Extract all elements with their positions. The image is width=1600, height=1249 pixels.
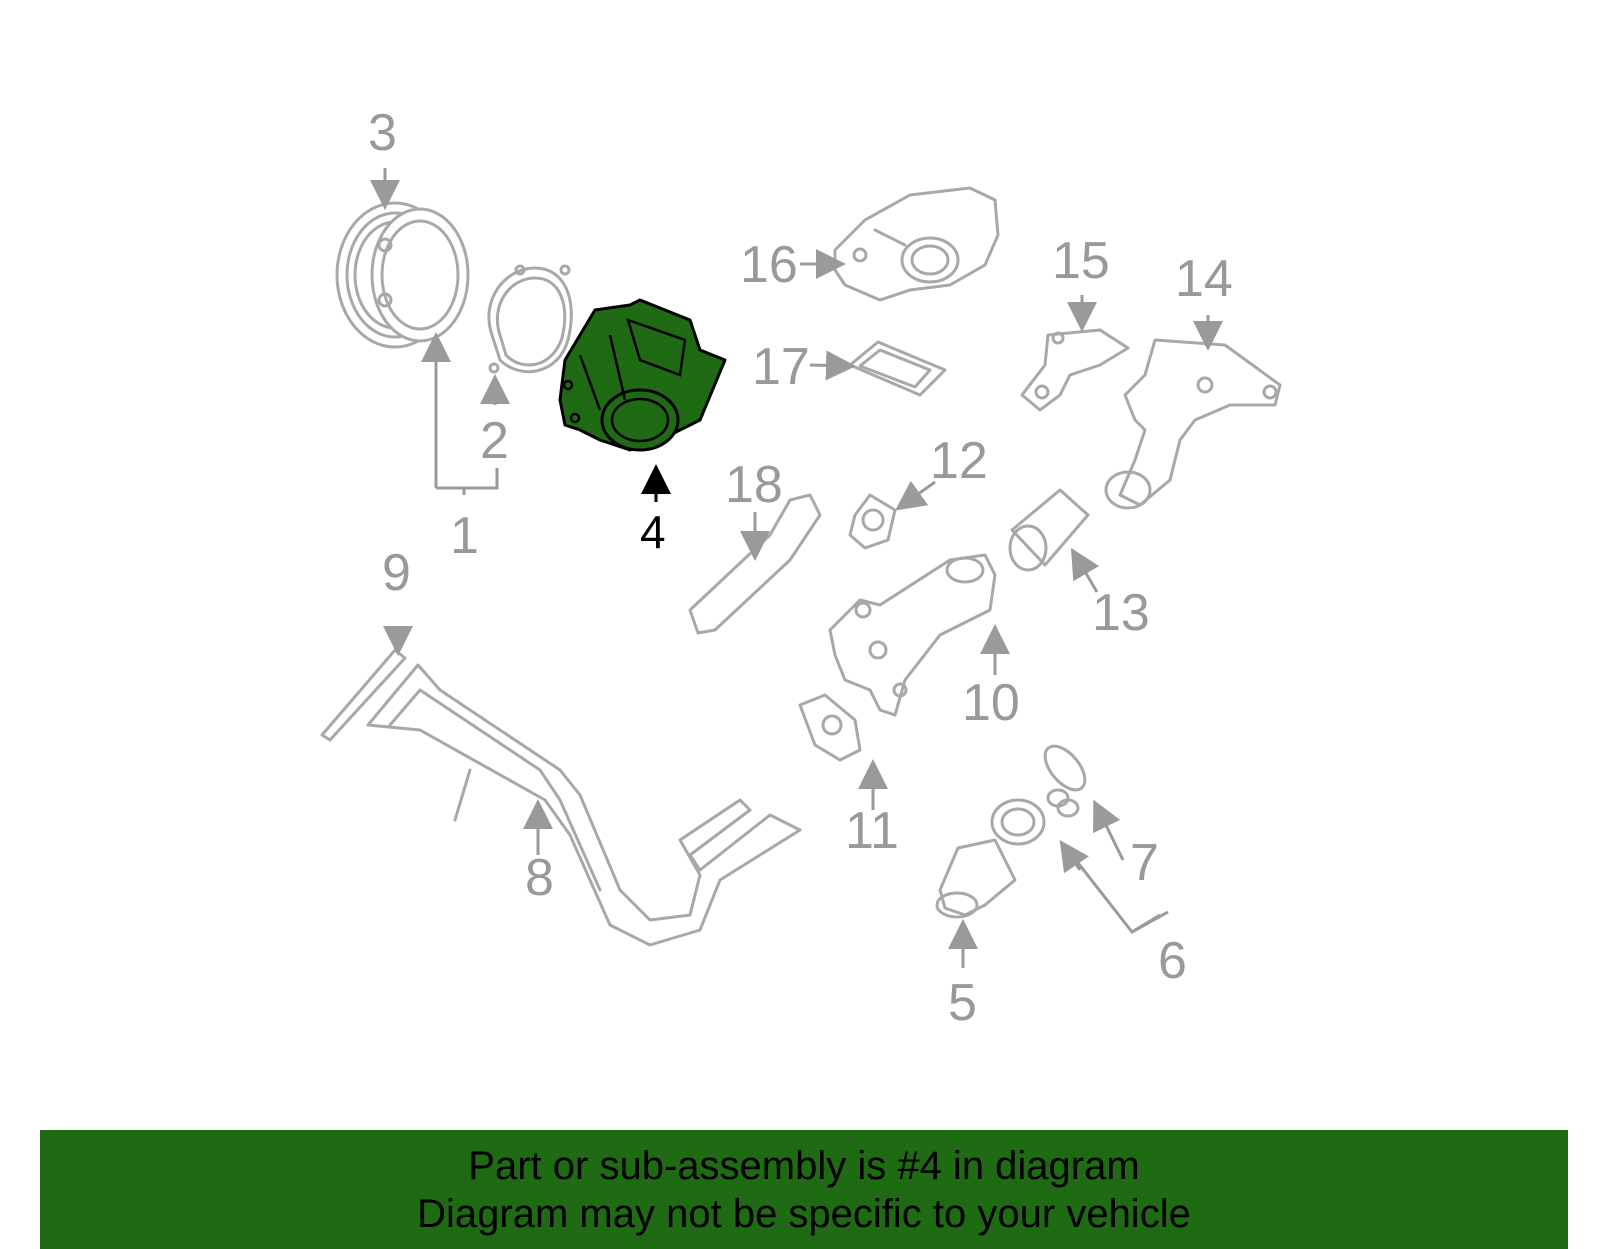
part-11-gasket[interactable] — [798, 693, 862, 762]
callout-10: 10 — [962, 674, 1020, 732]
callout-16: 16 — [740, 236, 798, 294]
callout-4: 4 — [640, 506, 666, 558]
callout-9: 9 — [382, 544, 411, 602]
part-10-inlet-pipe[interactable] — [828, 553, 997, 717]
callout-7: 7 — [1130, 834, 1159, 892]
callout-15: 15 — [1052, 232, 1110, 290]
part-7-o-ring[interactable] — [1038, 739, 1093, 797]
banner-line-part: Part or sub-assembly is #4 in diagram — [468, 1143, 1140, 1188]
part-8-water-pipe[interactable] — [366, 663, 802, 947]
callout-3: 3 — [368, 104, 397, 162]
part-6-thermostat[interactable] — [990, 788, 1080, 846]
part-3-pulley[interactable] — [335, 201, 470, 349]
part-16-outlet-housing[interactable] — [833, 186, 1000, 302]
callout-8: 8 — [525, 849, 554, 907]
part-9-gasket[interactable] — [320, 648, 407, 742]
callout-leaders — [370, 168, 1223, 968]
part-5-thermostat-cover[interactable] — [935, 838, 1017, 919]
info-banner: Part or sub-assembly is #4 in diagram Di… — [40, 1130, 1568, 1249]
callout-17: 17 — [752, 338, 810, 396]
callout-1: 1 — [450, 507, 479, 565]
callout-14: 14 — [1175, 250, 1233, 308]
parts-diagram: 3 2 1 4 16 17 15 14 12 18 13 9 10 11 8 7… — [320, 104, 1282, 1032]
callout-18: 18 — [725, 456, 783, 514]
part-17-gasket[interactable] — [848, 340, 947, 397]
callout-2: 2 — [480, 412, 509, 470]
callout-labels: 3 2 1 4 16 17 15 14 12 18 13 9 10 11 8 7… — [368, 104, 1233, 1032]
part-14-coolant-pipe[interactable] — [1104, 338, 1282, 510]
part-13-hose[interactable] — [1008, 488, 1090, 572]
part-12-gasket[interactable] — [848, 493, 897, 550]
part-2-gasket[interactable] — [487, 264, 573, 374]
callout-13: 13 — [1092, 584, 1150, 642]
callout-6: 6 — [1158, 932, 1187, 990]
callout-11: 11 — [845, 802, 899, 860]
part-15-bracket[interactable] — [1020, 328, 1130, 412]
callout-12: 12 — [930, 432, 988, 490]
part-18-hose[interactable] — [688, 493, 822, 635]
callout-5: 5 — [948, 974, 977, 1032]
banner-line-disclaimer: Diagram may not be specific to your vehi… — [417, 1191, 1191, 1236]
part-4-water-pump-housing[interactable] — [558, 298, 727, 452]
